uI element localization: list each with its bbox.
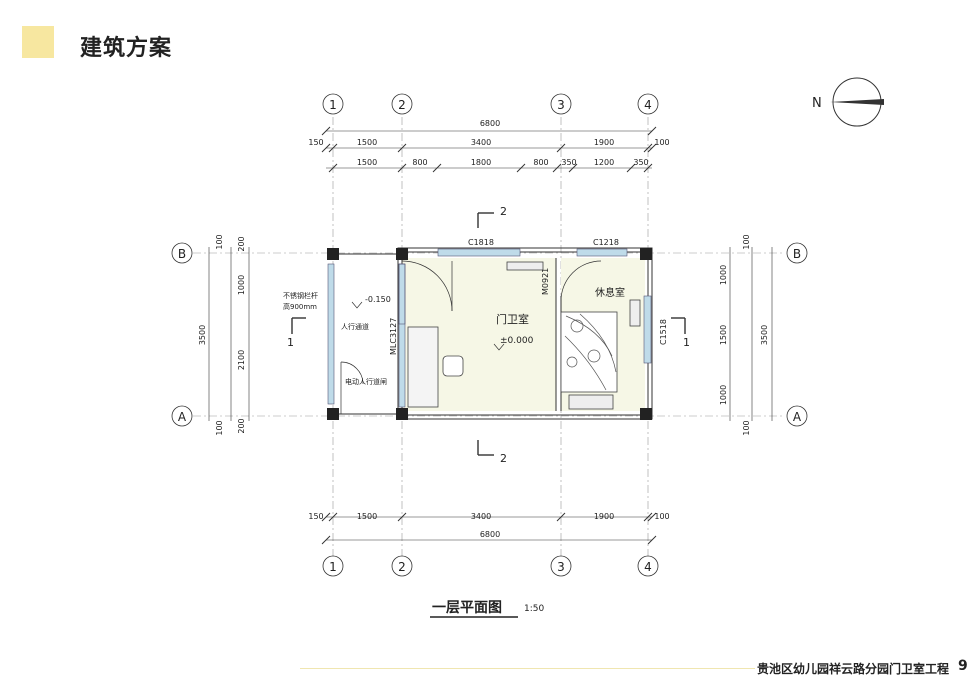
- axis-label-col-2: 2: [398, 98, 406, 112]
- dim-top-r2-6: 350: [633, 158, 648, 167]
- guard-room-label: 门卫室: [496, 312, 529, 326]
- dim-bot-4: 100: [654, 512, 669, 521]
- dim-top-r2-5: 1200: [594, 158, 614, 167]
- door-m0921-label: M0921: [541, 268, 550, 295]
- footer-project-name: 贵池区幼儿园祥云路分园门卫室工程: [757, 662, 950, 676]
- dim-top-r2-0: 1500: [357, 158, 377, 167]
- section-1-left: 1: [287, 336, 294, 349]
- rail-label-2: 高900mm: [283, 302, 317, 311]
- axis-label-row-b-right: B: [793, 247, 801, 261]
- axis-label-col-2-bottom: 2: [398, 560, 406, 574]
- rest-room-label: 休息室: [595, 286, 625, 299]
- title-accent-block: [22, 26, 54, 58]
- dim-left-inner-3: 200: [237, 418, 246, 433]
- dim-bot-total: 6800: [480, 530, 500, 539]
- dim-top-r2-2: 1800: [471, 158, 491, 167]
- page-title: 建筑方案: [80, 36, 173, 61]
- plan-title: 一层平面图: [432, 600, 502, 616]
- dim-left-outer-1: 3500: [198, 325, 207, 345]
- dim-top-r1-3: 1900: [594, 138, 614, 147]
- dim-top-r2-3: 800: [533, 158, 548, 167]
- axis-label-col-1: 1: [329, 98, 337, 112]
- axis-label-row-a-left: A: [178, 410, 187, 424]
- e-gate-label: 电动人行道闸: [345, 377, 387, 386]
- axis-label-col-1-bottom: 1: [329, 560, 337, 574]
- dim-top-r1-0: 150: [308, 138, 323, 147]
- axis-label-col-3: 3: [557, 98, 565, 112]
- page-number: 9: [958, 658, 968, 674]
- footer-divider: [300, 668, 755, 669]
- dim-left-inner-2: 2100: [237, 350, 246, 370]
- section-2-bottom: 2: [500, 452, 507, 465]
- dim-bot-2: 3400: [471, 512, 491, 521]
- dim-right-inner-0: 1000: [719, 265, 728, 285]
- dim-left-outer-2: 100: [215, 420, 224, 435]
- dim-bot-1: 1500: [357, 512, 377, 521]
- dim-bot-3: 1900: [594, 512, 614, 521]
- guard-room-level: ±0.000: [500, 336, 534, 346]
- dim-top-r2-1: 800: [412, 158, 427, 167]
- walkway-level: -0.150: [365, 295, 391, 304]
- dim-top-total: 6800: [480, 119, 500, 128]
- dim-right-inner-1: 1500: [719, 325, 728, 345]
- axis-label-row-b-left: B: [178, 247, 186, 261]
- axis-label-row-a-right: A: [793, 410, 802, 424]
- axis-label-col-4-bottom: 4: [644, 560, 652, 574]
- window-c1518-label: C1518: [659, 319, 668, 345]
- window-c1218-label: C1218: [593, 238, 619, 247]
- window-c1818-label: C1818: [468, 238, 494, 247]
- section-2-top: 2: [500, 205, 507, 218]
- axis-label-col-3-bottom: 3: [557, 560, 565, 574]
- dim-top-r1-4: 100: [654, 138, 669, 147]
- plan-scale: 1:50: [524, 604, 544, 614]
- dim-right-outer-2: 100: [742, 420, 751, 435]
- dim-bot-0: 150: [308, 512, 323, 521]
- north-label: N: [812, 96, 822, 111]
- walkway-label: 人行通道: [341, 322, 369, 331]
- dim-right-outer-1: 3500: [760, 325, 769, 345]
- dim-top-r1-1: 1500: [357, 138, 377, 147]
- section-1-right: 1: [683, 336, 690, 349]
- dim-left-outer-0: 100: [215, 234, 224, 249]
- dim-left-inner-1: 1000: [237, 275, 246, 295]
- dim-left-inner-0: 200: [237, 236, 246, 251]
- dim-top-r1-2: 3400: [471, 138, 491, 147]
- rail-label-1: 不锈钢栏杆: [283, 291, 318, 300]
- dim-right-outer-0: 100: [742, 234, 751, 249]
- door-mlc3127-label: MLC3127: [389, 318, 398, 355]
- dim-right-inner-2: 1000: [719, 385, 728, 405]
- dim-top-r2-4: 350: [561, 158, 576, 167]
- axis-label-col-4: 4: [644, 98, 652, 112]
- north-compass: N: [812, 77, 884, 127]
